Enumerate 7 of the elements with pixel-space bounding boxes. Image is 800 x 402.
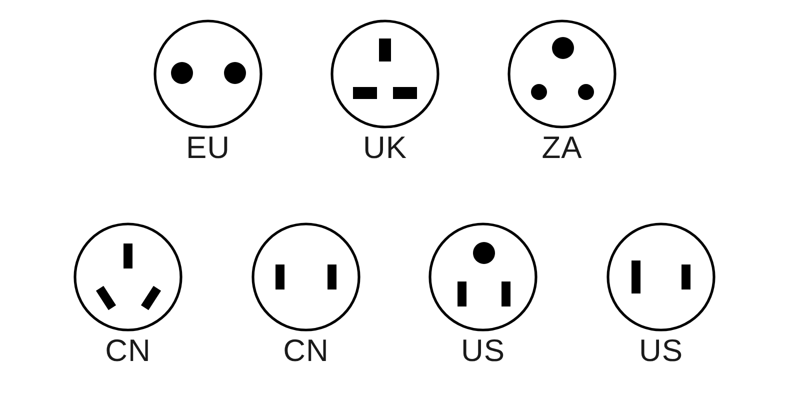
region-label: CN [283, 335, 329, 366]
region-label: EU [186, 132, 230, 163]
region-label: US [638, 335, 684, 366]
region-label: ZA [542, 132, 582, 163]
region-label: CN [105, 335, 151, 366]
region-label: US [460, 335, 506, 366]
region-label: UK [362, 132, 408, 163]
